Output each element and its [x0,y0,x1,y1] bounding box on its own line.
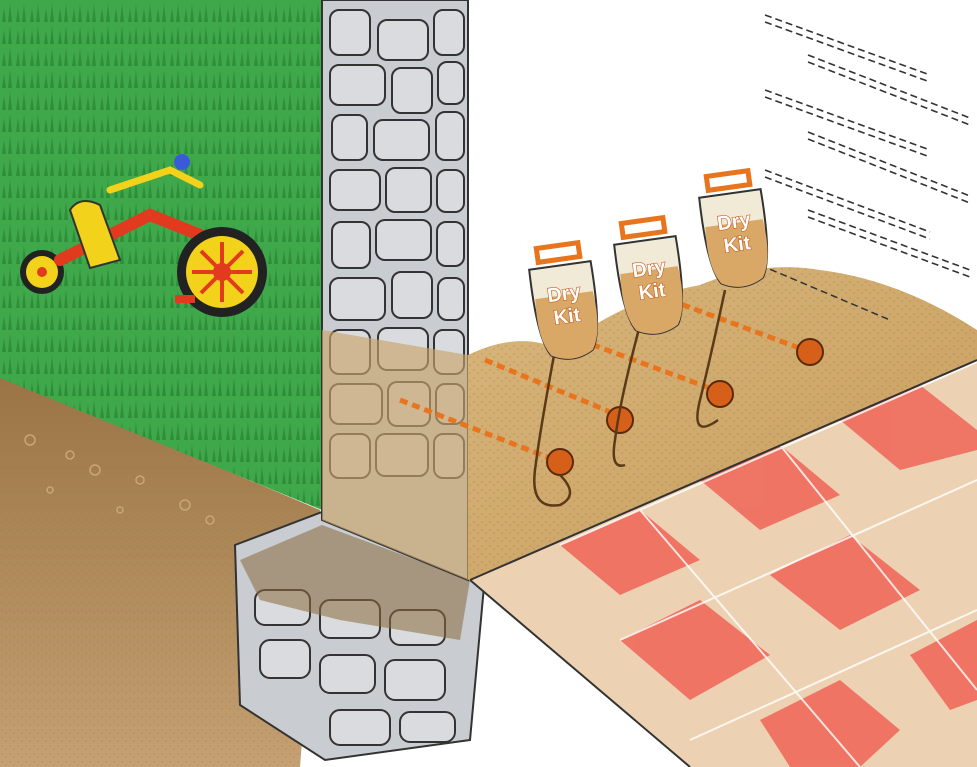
drykit-bag-icon: Dry Kit Dry Kit Dry Kit [528,167,769,360]
tricycle-icon [20,154,267,317]
injection-tubes [399,264,891,465]
bag-label-dry: Dry [546,281,583,308]
bag-label-dry: Dry [716,209,753,236]
bag-label-kit: Kit [722,232,752,258]
grass-lawn [0,0,322,510]
drill-hole-pattern [764,14,971,278]
tiled-floor [469,359,977,767]
bag-label-kit: Kit [637,279,667,305]
flow-disc-icon [546,338,824,476]
bag-label-kit: Kit [552,304,582,330]
bag-label-dry: Dry [631,256,668,283]
stone-wall-section [321,0,469,582]
feed-hoses [533,289,727,507]
stone-footing [233,510,487,762]
